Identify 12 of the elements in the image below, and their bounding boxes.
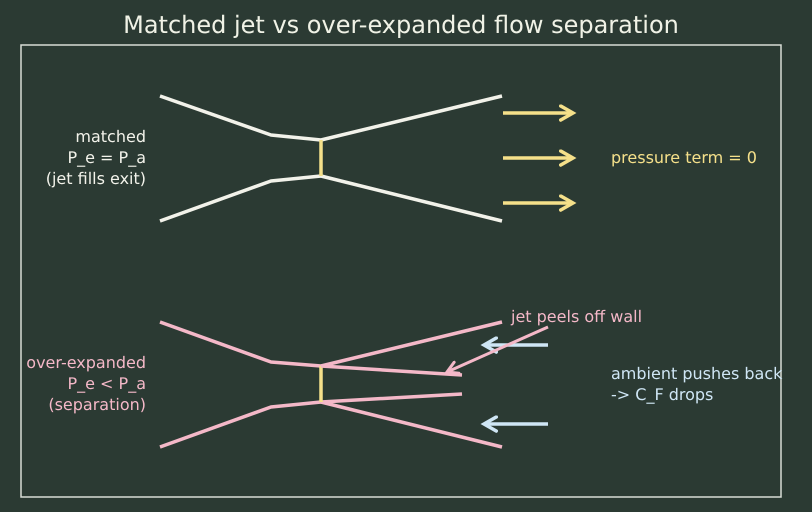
annotation-text: (separation) (48, 395, 146, 415)
annotation-text: P_e < P_a (67, 374, 146, 394)
callout-text: jet peels off wall (511, 307, 642, 327)
annotation-text: pressure term = 0 (611, 148, 757, 168)
annotation-text: P_e = P_a (67, 148, 146, 168)
annotation-text: over-expanded (26, 353, 146, 373)
annotation-text: matched (75, 127, 146, 147)
leader-line (446, 326, 549, 375)
annotation-text: -> C_F drops (611, 385, 714, 405)
annotation-text: (jet fills exit) (46, 169, 146, 189)
diagram-title: Matched jet vs over-expanded flow separation (122, 10, 680, 40)
jet-boundary-line (320, 364, 462, 377)
